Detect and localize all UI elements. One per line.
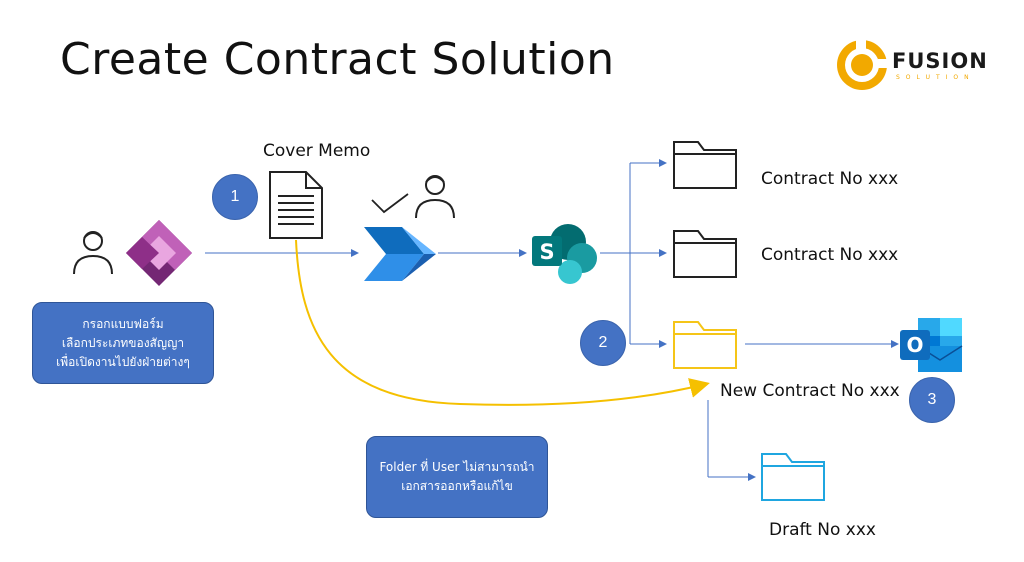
folder-icon[interactable] bbox=[672, 318, 738, 370]
folder4-label: Draft No xxx bbox=[769, 520, 876, 540]
logo-wordmark: FUSION bbox=[892, 49, 988, 73]
form-note-line: เลือกประเภทของสัญญา bbox=[61, 335, 185, 350]
cover-memo-label: Cover Memo bbox=[263, 141, 371, 161]
form-note-line: กรอกแบบฟอร์ม bbox=[82, 316, 164, 331]
logo-tagline: SOLUTION bbox=[896, 74, 975, 81]
folder2-label: Contract No xxx bbox=[761, 245, 899, 265]
folder-icon[interactable] bbox=[672, 227, 738, 279]
folder-note-line: เอกสารออกหรือแก้ไข bbox=[401, 479, 513, 493]
folder-icon[interactable] bbox=[672, 138, 738, 190]
power-automate-icon[interactable] bbox=[362, 225, 438, 283]
svg-text:S: S bbox=[539, 240, 554, 264]
form-note-line: เพื่อเปิดงานไปยังฝ่ายต่างๆ bbox=[56, 354, 190, 369]
folder-icon[interactable] bbox=[760, 450, 826, 502]
curve-memo-to-new-contract bbox=[295, 239, 710, 406]
folder-note: Folder ที่ User ไม่สามารถนำ เอกสารออกหรื… bbox=[366, 436, 548, 518]
svg-text:O: O bbox=[906, 333, 923, 357]
folder3-label: New Contract No xxx bbox=[720, 381, 900, 401]
step-badge-2: 2 bbox=[580, 320, 626, 366]
page-title: Create Contract Solution bbox=[60, 34, 615, 85]
fusion-logo: FUSION SOLUTION bbox=[834, 37, 994, 93]
folder-note-line: Folder ที่ User ไม่สามารถนำ bbox=[379, 460, 535, 474]
approver-icon bbox=[415, 175, 455, 219]
form-note: กรอกแบบฟอร์ม เลือกประเภทของสัญญา เพื่อเป… bbox=[32, 302, 214, 384]
step-badge-3: 3 bbox=[909, 377, 955, 423]
power-apps-icon[interactable] bbox=[124, 218, 194, 288]
step-badge-1: 1 bbox=[212, 174, 258, 220]
fusion-logo-icon bbox=[837, 37, 890, 90]
document-icon[interactable] bbox=[268, 170, 324, 240]
outlook-icon[interactable]: O bbox=[898, 316, 964, 374]
folder1-label: Contract No xxx bbox=[761, 169, 899, 189]
approve-check-icon bbox=[371, 193, 409, 214]
sharepoint-icon[interactable]: S bbox=[530, 222, 600, 286]
user-icon bbox=[73, 231, 113, 275]
